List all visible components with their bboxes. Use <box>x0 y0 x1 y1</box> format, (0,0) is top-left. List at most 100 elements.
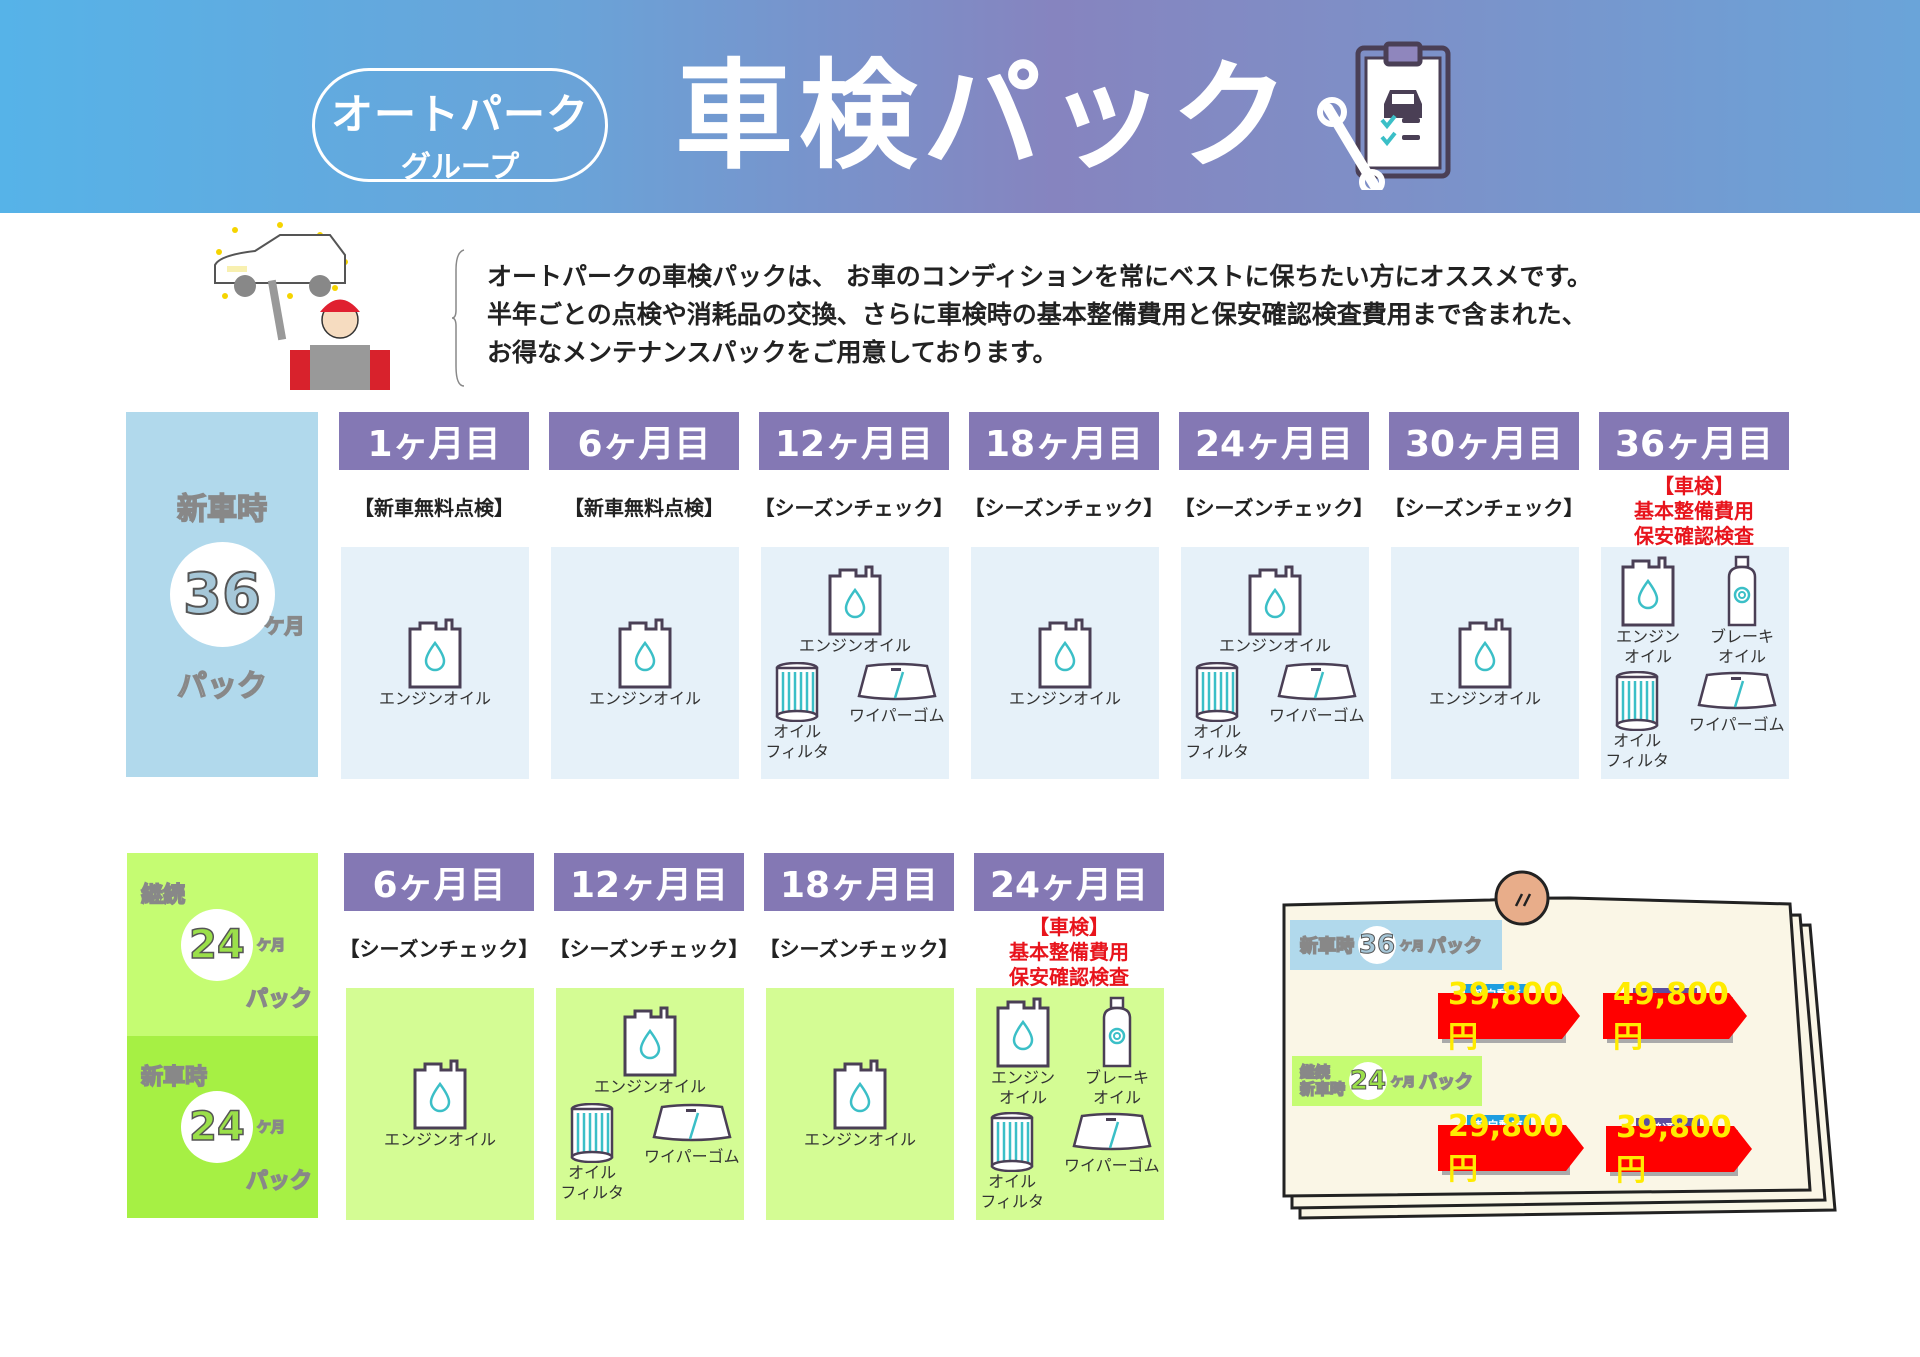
service-items-card: エンジンオイルオイルフィルタワイパーゴム <box>556 988 744 1220</box>
engine-oil-can-icon <box>1456 617 1514 689</box>
month-header: 12ヶ月目 <box>759 412 949 470</box>
inspection-label-shaken: 【車検】基本整備費用保安確認検査 <box>974 915 1164 990</box>
engine-oil-can-icon <box>826 564 884 636</box>
clipboard-car-wrench-icon <box>1317 41 1451 190</box>
service-item-label: エンジンオイル <box>1218 636 1331 655</box>
side-bottom-text: パック <box>245 986 313 1013</box>
service-item: オイルフィルタ <box>560 1103 624 1203</box>
months-badge: 24 <box>181 908 253 981</box>
service-items-card: エンジンオイル <box>766 988 954 1220</box>
price-pack24-label: 継続新車時 24 ケ月 パック <box>1292 1056 1482 1106</box>
pack24-new-side-label: 新車時 24 ケ月 パック <box>127 1036 318 1218</box>
oil-filter-icon <box>774 662 820 722</box>
service-item-label: エンジンオイル <box>1615 627 1680 666</box>
service-items-card: エンジンオイルブレーキオイルオイルフィルタ ワイパーゴム <box>976 988 1164 1220</box>
engine-oil-can-icon <box>1619 555 1677 627</box>
oil-filter-icon <box>569 1103 615 1163</box>
months-number: 24 <box>1349 1066 1387 1097</box>
months-unit: ケ月 <box>264 613 306 639</box>
service-item: ワイパーゴム <box>849 662 945 762</box>
pack-suffix: パック <box>1427 935 1483 958</box>
pack36-side-label: 新車時 36 ケ月 パック <box>126 412 318 777</box>
pack-top: 継続新車時 <box>1299 1063 1346 1099</box>
side-top-text: 新車時 <box>176 491 268 528</box>
service-item: エンジンオイル <box>1616 555 1680 667</box>
price-board: 新車時 36 ケ月 パック 軽自動車 39,800円 普通車 49,800円 継… <box>1270 860 1850 1230</box>
inspection-label: 【シーズンチェック】 <box>964 496 1164 520</box>
service-item-label: ブレーキオイル <box>1085 1068 1150 1107</box>
inspection-label: 【シーズンチェック】 <box>759 937 959 961</box>
service-item-label: オイルフィルタ <box>560 1163 624 1202</box>
engine-oil-can-icon <box>1036 617 1094 689</box>
month-header: 24ヶ月目 <box>1179 412 1369 470</box>
inspection-label: 【シーズンチェック】 <box>339 937 539 961</box>
label-line: 【車検】 <box>1654 474 1734 498</box>
side-top-text: 新車時 <box>140 1064 208 1091</box>
months-number: 36 <box>1358 930 1396 961</box>
service-item-label: オイルフィルタ <box>1605 731 1669 770</box>
service-item: エンジンオイル <box>991 996 1055 1108</box>
service-item: エンジンオイル <box>384 1058 496 1150</box>
side-bottom-text: パック <box>245 1168 313 1195</box>
wiper-blade-icon <box>652 1103 732 1147</box>
logo-line2: グループ <box>400 150 520 185</box>
engine-oil-can-icon <box>831 1058 889 1130</box>
months-number: 24 <box>188 921 245 969</box>
service-items-card: エンジンオイルオイルフィルタワイパーゴム <box>1181 547 1369 779</box>
service-item-label: エンジンオイル <box>990 1068 1055 1107</box>
wiper-blade-icon <box>1277 662 1357 706</box>
side-bottom-text: パック <box>176 668 268 705</box>
engine-oil-can-icon <box>621 1005 679 1077</box>
pack24-kei-price: 29,800円 <box>1438 1109 1584 1187</box>
service-item: エンジンオイル <box>799 564 911 656</box>
service-item-label: ワイパーゴム <box>1064 1156 1160 1175</box>
service-items-card: エンジンオイル <box>1391 547 1579 779</box>
intro-line: オートパークの車検パックは、 お車のコンディションを常にベストに保ちたい方にオス… <box>487 262 1592 291</box>
inspection-label: 【シーズンチェック】 <box>754 496 954 520</box>
month-header: 6ヶ月目 <box>344 853 534 911</box>
month-header: 18ヶ月目 <box>969 412 1159 470</box>
oil-filter-icon <box>1614 671 1660 731</box>
service-items-card: エンジンオイル <box>341 547 529 779</box>
engine-oil-can-icon <box>994 996 1052 1068</box>
pack36-standard-price: 49,800円 <box>1603 977 1747 1055</box>
service-item: エンジンオイル <box>1009 617 1121 709</box>
engine-oil-can-icon <box>616 617 674 689</box>
service-items-card: エンジンオイル <box>346 988 534 1220</box>
service-item-label: オイルフィルタ <box>980 1172 1044 1211</box>
service-item-label: エンジンオイル <box>1008 689 1121 708</box>
engine-oil-can-icon <box>1246 564 1304 636</box>
mechanic-with-car-illustration <box>214 222 390 390</box>
inspection-label: 【シーズンチェック】 <box>1174 496 1374 520</box>
service-item-label: ブレーキオイル <box>1710 627 1775 666</box>
service-item: ワイパーゴム <box>1064 1112 1160 1212</box>
months-unit: ケ月 <box>256 937 286 955</box>
text-brace <box>452 249 465 387</box>
service-item-label: エンジンオイル <box>593 1077 706 1096</box>
service-item-label: エンジンオイル <box>588 689 701 708</box>
service-item: ワイパーゴム <box>644 1103 740 1203</box>
service-item-label: ワイパーゴム <box>849 706 945 725</box>
brand-logo: オートパーク グループ <box>312 68 608 185</box>
months-number: 24 <box>188 1103 245 1151</box>
service-item: エンジンオイル <box>1429 617 1541 709</box>
months-unit: ケ月 <box>1399 938 1425 954</box>
pack-top-line1: 継続 <box>1299 1063 1331 1082</box>
wiper-blade-icon <box>1072 1112 1152 1156</box>
inspection-label: 【新車無料点検】 <box>354 496 514 520</box>
service-item: オイルフィルタ <box>1185 662 1249 762</box>
engine-oil-can-icon <box>406 617 464 689</box>
service-item: ブレーキオイル <box>1710 555 1774 667</box>
label-line: 保安確認検査 <box>1634 524 1754 548</box>
pack24-standard-price: 39,800円 <box>1606 1110 1752 1188</box>
service-item: ブレーキオイル <box>1085 996 1149 1108</box>
pack-suffix: パック <box>1418 1071 1474 1094</box>
service-items-card: エンジンオイル <box>971 547 1159 779</box>
service-item: エンジンオイル <box>1219 564 1331 656</box>
service-item-label: オイルフィルタ <box>1185 722 1249 761</box>
wiper-blade-icon <box>1697 671 1777 715</box>
months-unit: ケ月 <box>1390 1074 1416 1090</box>
label-line: 保安確認検査 <box>1009 965 1129 989</box>
service-item-label: エンジンオイル <box>1428 689 1541 708</box>
service-item: エンジンオイル <box>379 617 491 709</box>
